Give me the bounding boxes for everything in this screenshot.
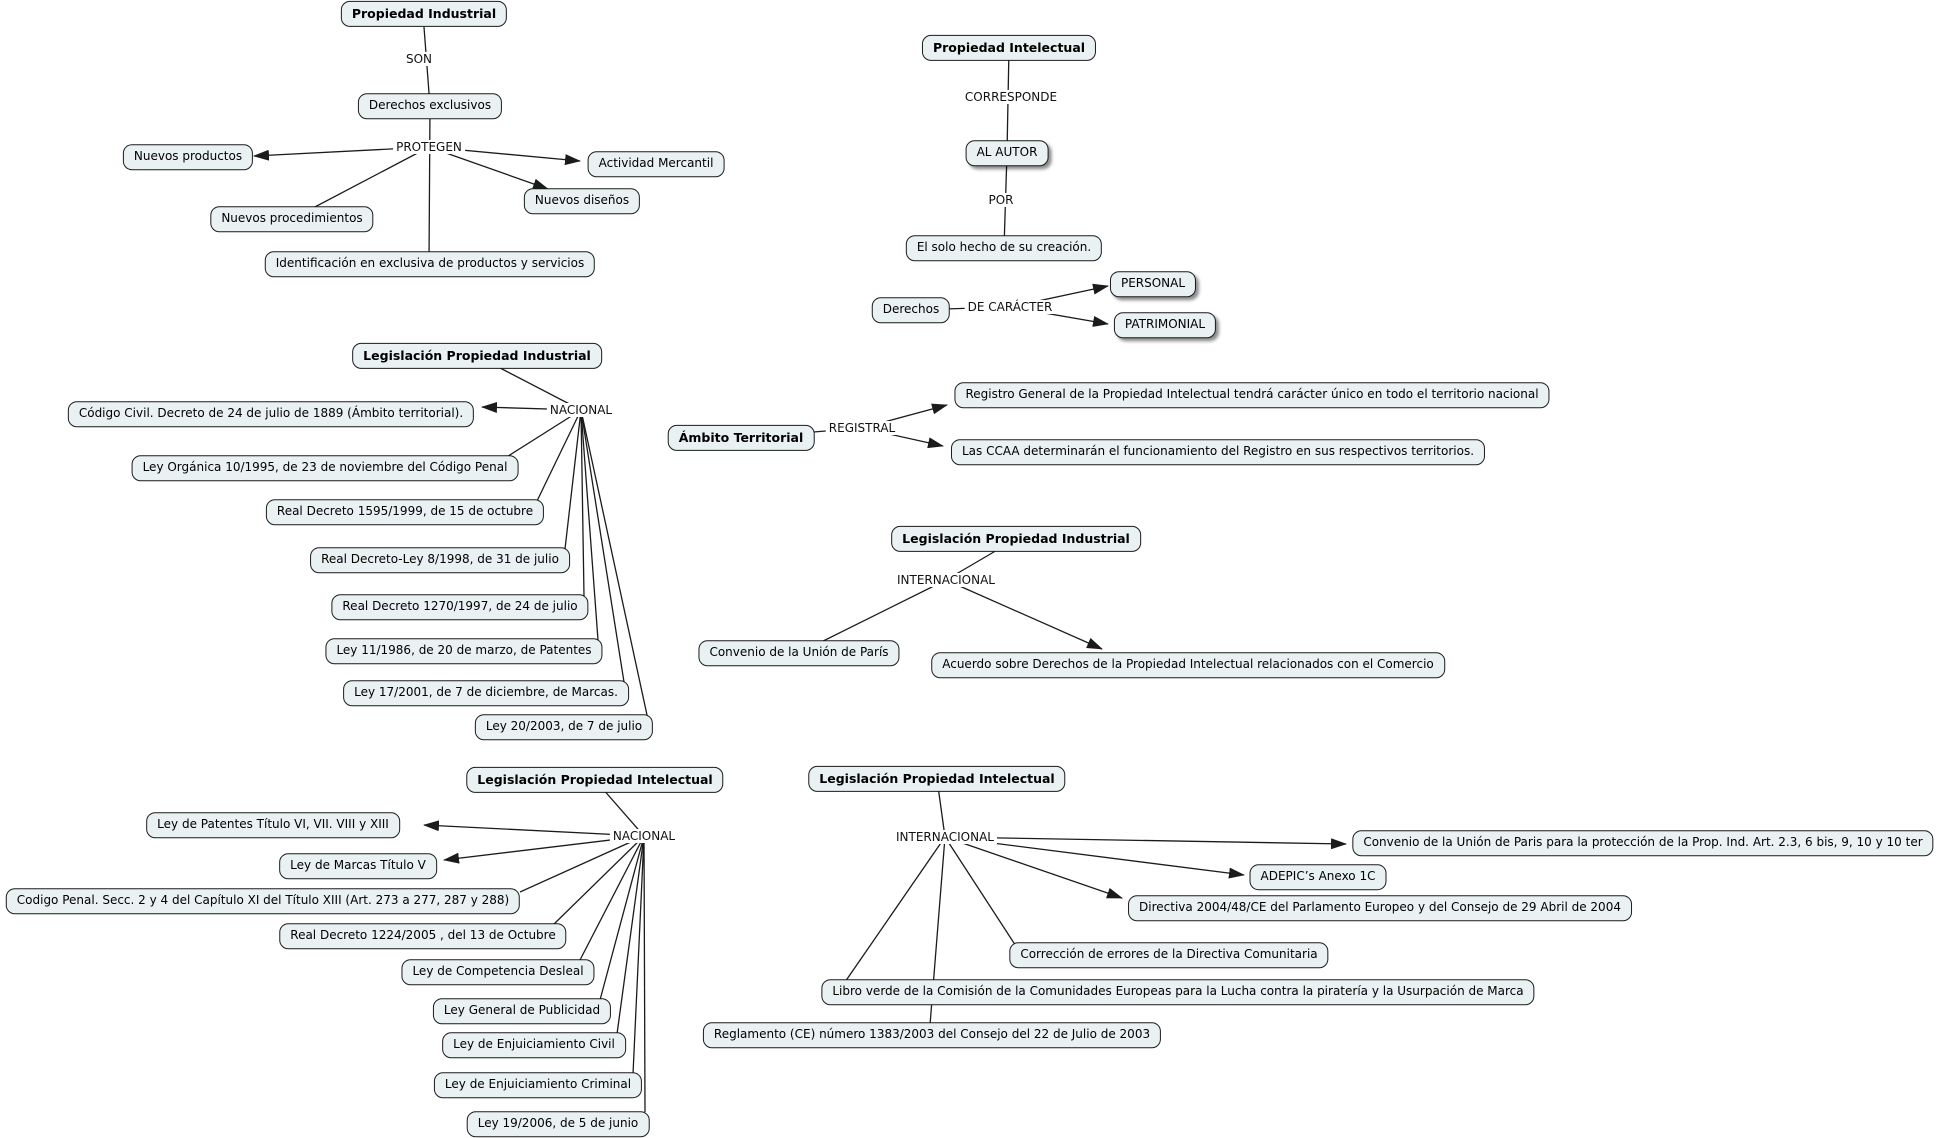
concept-node[interactable]: Ley de Competencia Desleal bbox=[401, 959, 595, 985]
connector-line bbox=[944, 836, 1347, 850]
concept-node[interactable]: El solo hecho de su creación. bbox=[905, 235, 1103, 261]
concept-node[interactable]: Las CCAA determinarán el funcionamiento … bbox=[950, 439, 1486, 465]
linking-phrase[interactable]: REGISTRAL bbox=[825, 421, 899, 435]
concept-node[interactable]: Nuevos procedimientos bbox=[210, 206, 374, 232]
concept-node[interactable]: Convenio de la Unión de Paris para la pr… bbox=[1352, 830, 1934, 856]
concept-node[interactable]: Ámbito Territorial bbox=[667, 424, 815, 452]
connector-line bbox=[844, 836, 946, 983]
concept-node[interactable]: Ley 17/2001, de 7 de diciembre, de Marca… bbox=[343, 680, 629, 706]
connector-line bbox=[643, 835, 646, 1113]
connector-line bbox=[564, 409, 582, 550]
concept-node[interactable]: Derechos bbox=[871, 297, 951, 323]
concept-node[interactable]: Actividad Mercantil bbox=[587, 151, 725, 177]
concept-node[interactable]: Legislación Propiedad Industrial bbox=[352, 342, 602, 370]
connector-line bbox=[552, 835, 645, 926]
concept-node[interactable]: AL AUTOR bbox=[965, 140, 1049, 166]
connector-line bbox=[428, 105, 431, 265]
connector-line bbox=[616, 835, 645, 1035]
connector-line bbox=[536, 409, 582, 502]
connector-line bbox=[580, 409, 585, 597]
concept-node[interactable]: PATRIMONIAL bbox=[1113, 312, 1217, 338]
connector-line bbox=[579, 835, 645, 961]
concept-node[interactable]: Código Civil. Decreto de 24 de julio de … bbox=[67, 401, 475, 427]
concept-node[interactable]: Legislación Propiedad Intelectual bbox=[808, 765, 1066, 793]
concept-node[interactable]: Ley de Patentes Título VI, VII. VIII y X… bbox=[146, 812, 400, 838]
concept-node[interactable]: Directiva 2004/48/CE del Parlamento Euro… bbox=[1128, 895, 1632, 921]
concept-node[interactable]: Ley 11/1986, de 20 de marzo, de Patentes bbox=[325, 638, 603, 664]
concept-node[interactable]: Legislación Propiedad Intelectual bbox=[466, 766, 724, 794]
concept-node[interactable]: Corrección de errores de la Directiva Co… bbox=[1009, 942, 1329, 968]
concept-node[interactable]: Real Decreto-Ley 8/1998, de 31 de julio bbox=[310, 547, 570, 573]
concept-node[interactable]: Real Decreto 1224/2005 , del 13 de Octub… bbox=[279, 923, 567, 949]
concept-node[interactable]: Acuerdo sobre Derechos de la Propiedad I… bbox=[931, 652, 1445, 678]
concept-node[interactable]: Libro verde de la Comisión de la Comunid… bbox=[821, 979, 1535, 1005]
concept-node[interactable]: Propiedad Industrial bbox=[340, 0, 508, 28]
concept-node[interactable]: Ley 20/2003, de 7 de julio bbox=[474, 714, 654, 740]
connector-line bbox=[599, 835, 645, 1001]
linking-phrase[interactable]: SON bbox=[402, 52, 436, 66]
linking-phrase[interactable]: POR bbox=[985, 193, 1017, 207]
concept-node[interactable]: Nuevos diseños bbox=[523, 188, 641, 214]
concept-node[interactable]: Codigo Penal. Secc. 2 y 4 del Capítulo X… bbox=[5, 888, 521, 914]
connector-line bbox=[944, 836, 1123, 899]
connector-line bbox=[580, 409, 648, 716]
concept-node[interactable]: Reglamento (CE) número 1383/2003 del Con… bbox=[702, 1022, 1162, 1048]
concept-node[interactable]: Nuevos productos bbox=[122, 144, 254, 170]
concept-node[interactable]: Ley Orgánica 10/1995, de 23 de noviembre… bbox=[131, 455, 519, 481]
concept-node[interactable]: Legislación Propiedad Industrial bbox=[891, 525, 1141, 553]
concept-node[interactable]: Ley de Enjuiciamiento Civil bbox=[442, 1032, 626, 1058]
connector-line bbox=[428, 146, 549, 190]
concept-node[interactable]: Real Decreto 1595/1999, de 15 de octubre bbox=[265, 499, 545, 525]
concept-node[interactable]: Real Decreto 1270/1997, de 24 de julio bbox=[331, 594, 589, 620]
linking-phrase[interactable]: INTERNACIONAL bbox=[894, 573, 998, 587]
concept-node[interactable]: Ley de Enjuiciamiento Criminal bbox=[433, 1072, 643, 1098]
concept-node[interactable]: Convenio de la Unión de París bbox=[698, 640, 900, 666]
linking-phrase[interactable]: NACIONAL bbox=[546, 403, 616, 417]
connector-line bbox=[945, 579, 1103, 650]
concept-node[interactable]: PERSONAL bbox=[1109, 271, 1197, 297]
connector-line bbox=[423, 26, 431, 107]
connector-line bbox=[944, 836, 1026, 961]
concept-node[interactable]: Identificación en exclusiva de productos… bbox=[264, 251, 596, 277]
linking-phrase[interactable]: PROTEGEN bbox=[393, 140, 465, 154]
connector-line bbox=[632, 835, 645, 1075]
concept-node[interactable]: Ley General de Publicidad bbox=[432, 998, 612, 1024]
linking-phrase[interactable]: NACIONAL bbox=[609, 829, 679, 843]
linking-phrase[interactable]: DE CARÁCTER bbox=[964, 300, 1056, 314]
connector-line bbox=[580, 409, 625, 683]
concept-node[interactable]: Propiedad Intelectual bbox=[921, 34, 1097, 62]
linking-phrase[interactable]: INTERNACIONAL bbox=[893, 830, 997, 844]
concept-node[interactable]: Ley 19/2006, de 5 de junio bbox=[466, 1111, 650, 1137]
connector-line bbox=[504, 409, 582, 459]
concept-node[interactable]: Derechos exclusivos bbox=[357, 93, 503, 119]
concept-node[interactable]: ADEPIC’s Anexo 1C bbox=[1249, 864, 1387, 890]
connector-line bbox=[580, 409, 599, 641]
connector-line bbox=[423, 820, 645, 837]
concept-node[interactable]: Registro General de la Propiedad Intelec… bbox=[954, 382, 1550, 408]
connector-line bbox=[519, 835, 645, 893]
concept-node[interactable]: Ley de Marcas Título V bbox=[279, 853, 437, 879]
linking-phrase[interactable]: CORRESPONDE bbox=[961, 90, 1061, 104]
